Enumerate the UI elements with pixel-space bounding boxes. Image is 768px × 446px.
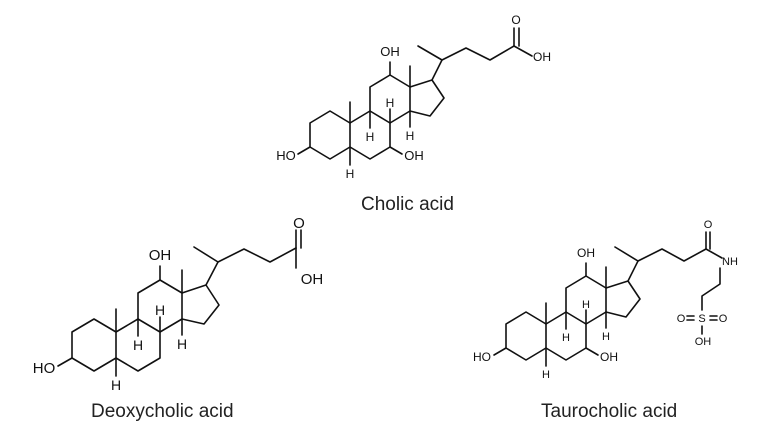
acid-oh-label: OH [301,271,324,288]
carbonyl-o-label: O [704,219,713,231]
deoxycholic-acid-caption: Deoxycholic acid [91,401,234,422]
h-c5-label: H [346,167,355,181]
h-c9-label: H [562,332,570,344]
ho-c3-label: HO [473,350,491,364]
carbonyl-o-label: O [511,13,520,27]
h-c5-label: H [542,369,550,381]
cholic-acid-skeleton: OH HO OH H H H H O OH [276,13,551,181]
nh-label: NH [722,256,738,268]
structure-cholic-acid: OH HO OH H H H H O OH [268,8,568,193]
oh-c7-label: OH [600,350,618,364]
h-c8-label: H [582,299,590,311]
deoxycholic-acid-skeleton: OH HO H H H H O OH [33,215,324,393]
sulfonyl-o-left-label: O [677,313,686,325]
sulfur-label: S [698,313,705,325]
h-c5-label: H [111,377,121,393]
oh-c7-label: OH [404,148,424,163]
h-c8-label: H [155,302,165,318]
h-c14-label: H [177,336,187,352]
sulfonyl-o-right-label: O [719,313,728,325]
ho-c3-label: HO [276,148,296,163]
carbonyl-o-label: O [293,215,305,232]
ho-c3-label: HO [33,360,56,377]
oh-c12-label: OH [380,44,400,59]
h-c9-label: H [366,130,375,144]
h-c14-label: H [602,331,610,343]
cholic-acid-caption: Cholic acid [361,194,454,215]
taurocholic-acid-caption: Taurocholic acid [541,401,678,422]
h-c8-label: H [386,96,395,110]
acid-oh-label: OH [533,50,551,64]
sulfonic-oh-label: OH [695,336,712,348]
structure-deoxycholic-acid: OH HO H H H H O OH [22,215,342,393]
oh-c12-label: OH [149,247,172,264]
taurocholic-acid-skeleton: OH HO OH H H H H O NH O S O OH [473,219,738,381]
oh-c12-label: OH [577,246,595,260]
h-c14-label: H [406,129,415,143]
structure-taurocholic-acid: OH HO OH H H H H O NH O S O OH [458,212,758,392]
h-c9-label: H [133,337,143,353]
